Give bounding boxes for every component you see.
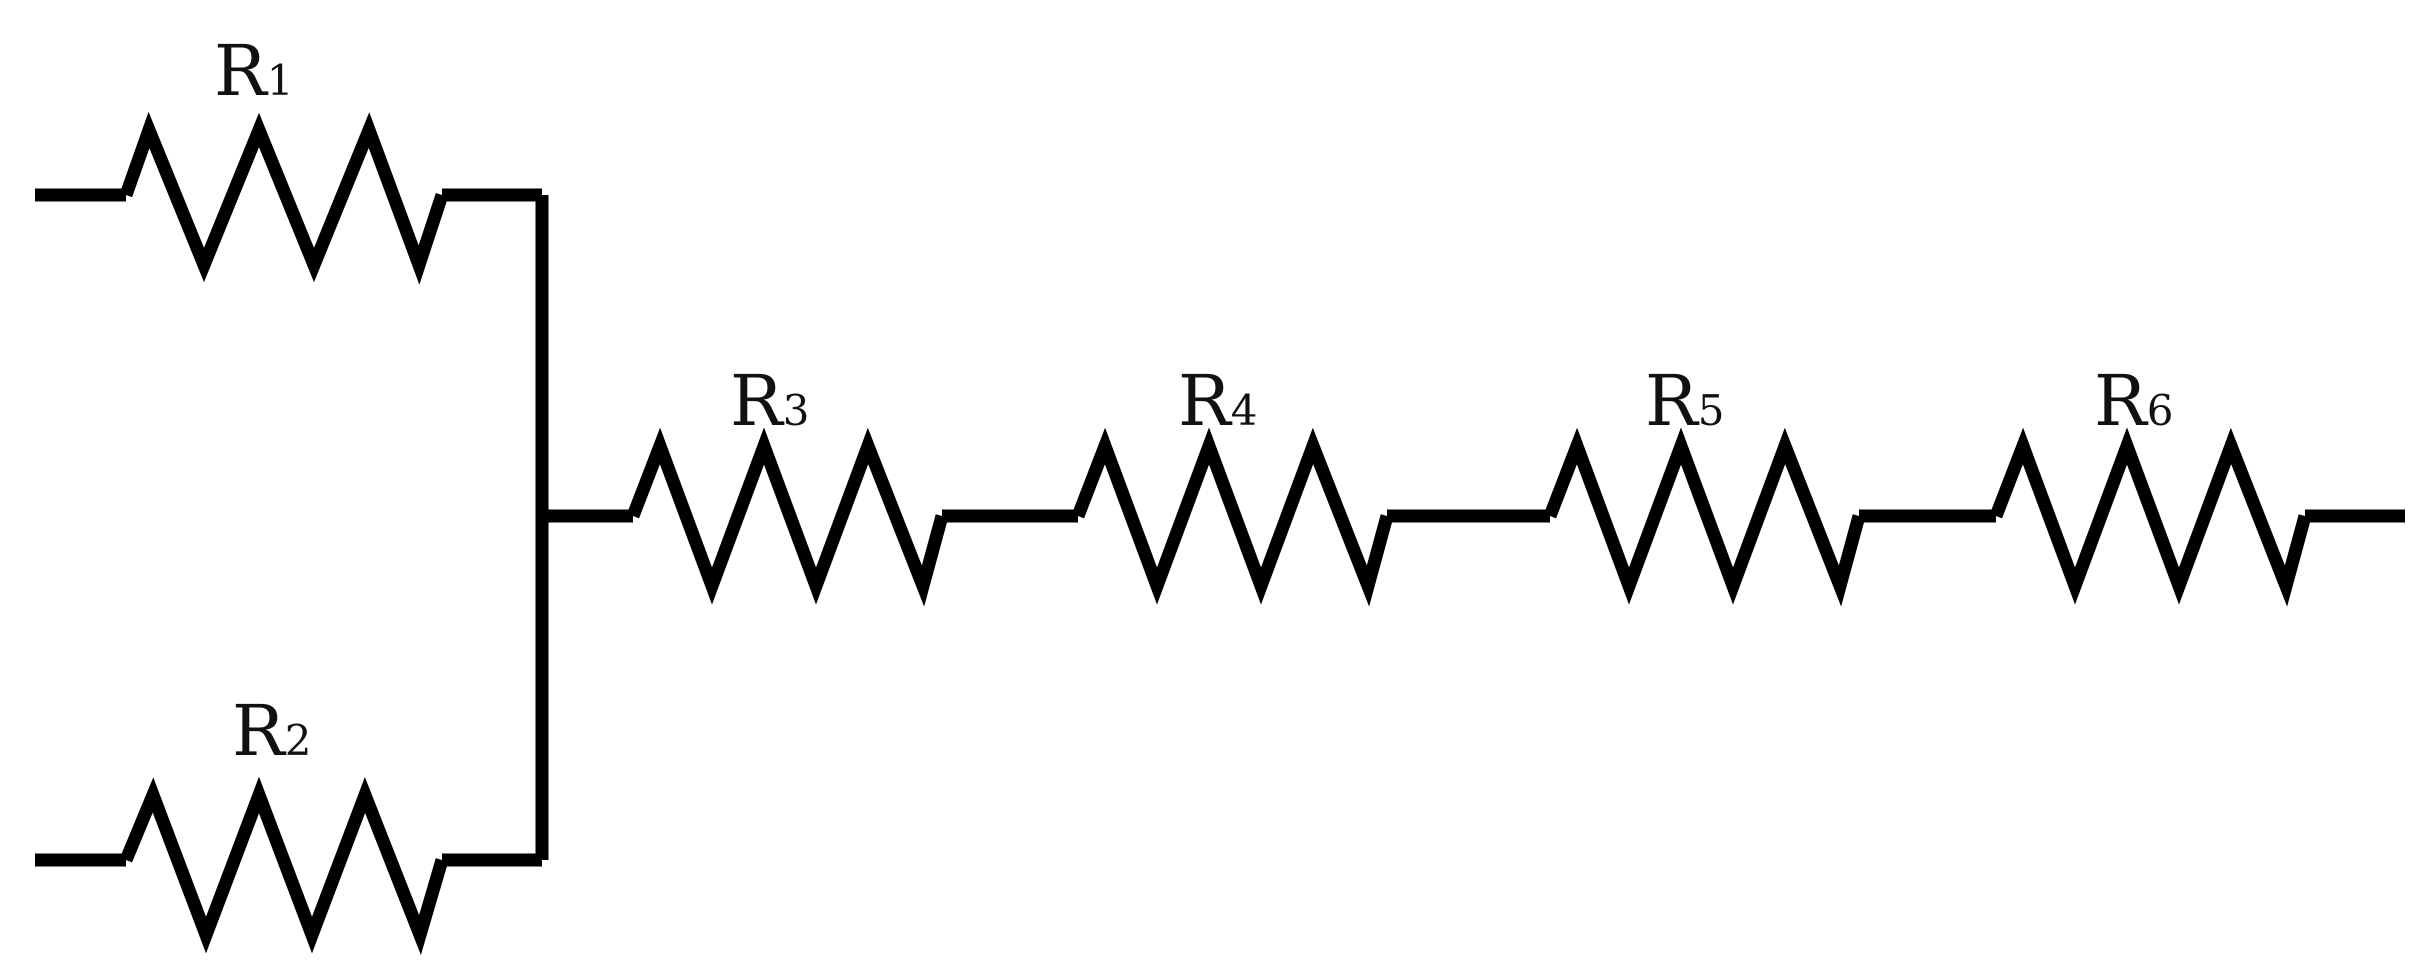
resistor-label-r1-subscript: 1 <box>267 56 294 105</box>
resistor-r4 <box>1071 427 1394 607</box>
resistor-label-r6-subscript: 6 <box>2147 386 2174 435</box>
resistor-r1-symbol <box>119 111 449 285</box>
resistor-label-r5-subscript: 5 <box>1698 386 1725 435</box>
resistor-r4-symbol <box>1071 427 1394 607</box>
resistor-label-r3: R3 <box>730 360 809 442</box>
resistor-label-r2: R2 <box>232 690 311 772</box>
resistor-label-r4: R4 <box>1178 360 1257 442</box>
resistor-r3-symbol <box>626 427 949 607</box>
resistor-label-r4-subscript: 4 <box>1231 386 1258 435</box>
resistor-label-r5-main: R <box>1645 360 1700 442</box>
resistor-label-r6-main: R <box>2094 360 2149 442</box>
wires <box>35 188 2405 867</box>
resistor-label-r4-main: R <box>1178 360 1233 442</box>
resistor-label-r5: R5 <box>1645 360 1724 442</box>
resistor-label-r6: R6 <box>2094 360 2173 442</box>
resistor-r5 <box>1543 427 1866 607</box>
resistor-label-r2-subscript: 2 <box>285 716 312 765</box>
resistor-label-r2-main: R <box>232 690 287 772</box>
resistor-label-r3-main: R <box>730 360 785 442</box>
resistor-r6-symbol <box>1989 427 2312 607</box>
resistor-r5-symbol <box>1543 427 1866 607</box>
resistor-r6 <box>1989 427 2312 607</box>
resistor-r2-symbol <box>119 776 449 956</box>
resistor-r2 <box>119 776 449 956</box>
resistor-r3 <box>626 427 949 607</box>
resistor-label-r1-main: R <box>214 30 269 112</box>
resistor-r1 <box>119 111 449 285</box>
resistor-label-r1: R1 <box>214 30 293 112</box>
resistor-label-r3-subscript: 3 <box>783 386 810 435</box>
